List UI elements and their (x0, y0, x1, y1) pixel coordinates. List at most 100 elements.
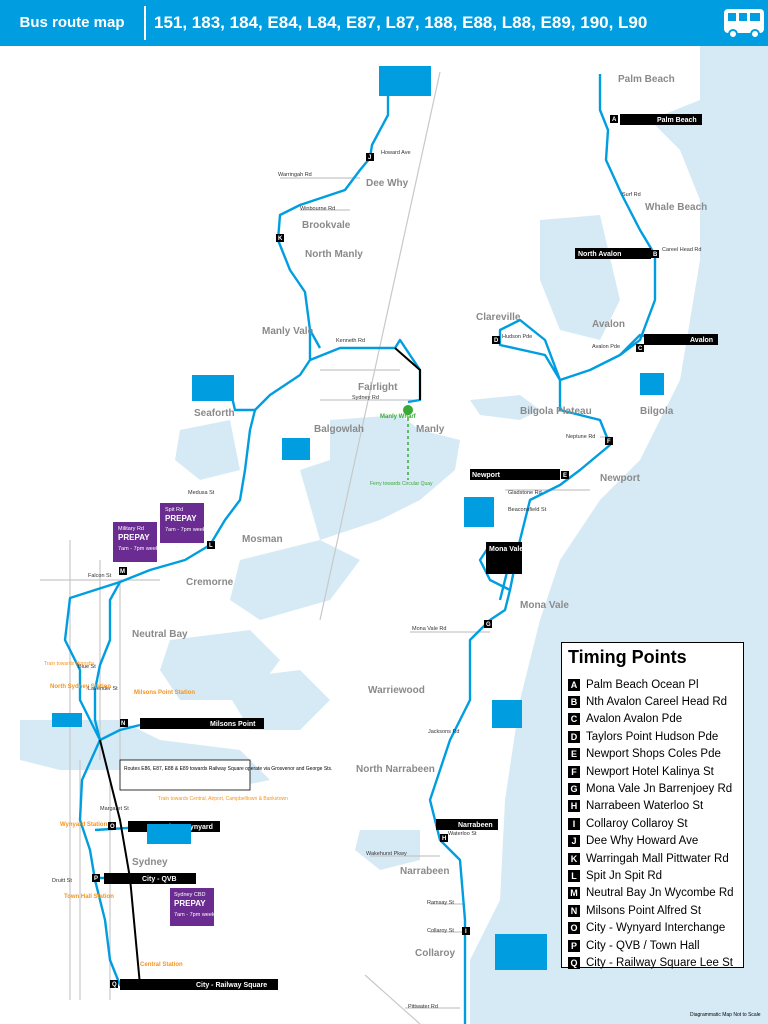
marker-f: F (605, 437, 613, 445)
suburb-clareville: Clareville (476, 312, 521, 323)
header-bar: Bus route map 151, 183, 184, E84, L84, E… (0, 0, 768, 46)
timing-label: Warringah Mall Pittwater Rd (586, 852, 729, 865)
timing-label: Taylors Point Hudson Pde (586, 730, 719, 743)
suburb-newport: Newport (600, 473, 641, 484)
street-careel-head-rd: Careel Head Rd (662, 247, 701, 253)
timing-letter: C (568, 713, 580, 726)
stop-palm-beach: Palm Beach (657, 117, 697, 124)
route-list: 151, 183, 184, E84, L84, E87, L87, 188, … (154, 13, 648, 32)
suburb-collaroy: Collaroy (415, 948, 455, 959)
prepay-spit-rd: Spit Rd PREPAY 7am - 7pm weekdays (160, 503, 218, 543)
timing-label: Collaroy Collaroy St (586, 817, 688, 830)
timing-letter: G (568, 783, 580, 796)
marker-q: Q (110, 980, 118, 988)
svg-text:M: M (120, 569, 125, 575)
street-falcon-st: Falcon St (88, 573, 112, 579)
timing-label: Dee Why Howard Ave (586, 835, 699, 848)
svg-text:G: G (486, 622, 491, 628)
timing-label: Palm Beach Ocean Pl (586, 678, 699, 691)
bus-icon (724, 9, 764, 39)
street-blue-st: Blue St (78, 664, 96, 670)
street-surf-rd: Surf Rd (622, 192, 641, 198)
timing-label: Avalon Avalon Pde (586, 713, 683, 726)
svg-text:O: O (110, 824, 115, 830)
timing-letter: P (568, 939, 580, 952)
timing-label: City - Wynyard Interchange (586, 922, 726, 935)
stop-newport: Newport (472, 472, 501, 479)
note-train-hornsby: Train towards Hornsby (44, 661, 95, 667)
svg-text:I: I (465, 929, 467, 935)
street-warringah-rd: Warringah Rd (278, 172, 312, 178)
timing-letter: I (568, 817, 580, 830)
timing-letter: L (568, 869, 580, 882)
marker-m: M (119, 567, 127, 575)
timing-letter: N (568, 904, 580, 917)
note-train-city: Train towards Central, Airport, Campbell… (158, 796, 288, 802)
black-route (99, 347, 421, 986)
timing-letter: E (568, 748, 580, 761)
suburb-balgowlah: Balgowlah (314, 424, 364, 435)
svg-text:A: A (612, 117, 617, 123)
svg-text:F: F (607, 439, 611, 445)
map-title: Bus route map (19, 14, 125, 31)
suburb-mona-vale: Mona Vale (520, 600, 569, 611)
timing-letter: D (568, 730, 580, 743)
svg-text:E: E (563, 473, 567, 479)
station-north-sydney: North Sydney Station (50, 684, 111, 690)
station-town-hall: Town Hall Station (64, 894, 114, 900)
marker-p: P (92, 874, 100, 882)
timing-point-k: K Warringah Mall Pittwater Rd (568, 850, 737, 867)
svg-text:Military Rd: Military Rd (118, 526, 144, 532)
station-milsons-point: Milsons Point Station (134, 690, 195, 696)
street-druitt-st: Druitt St (52, 878, 72, 884)
timing-point-c: C Avalon Avalon Pde (568, 711, 737, 728)
timing-letter: J (568, 835, 580, 848)
suburb-warriewood: Warriewood (368, 685, 425, 696)
street-beaconsfield-st: Beaconsfield St (508, 507, 547, 513)
suburb-cremorne: Cremorne (186, 577, 234, 588)
timing-letter: K (568, 852, 580, 865)
timing-letter: F (568, 765, 580, 778)
note-ferry: Ferry towards Circular Quay (370, 481, 433, 487)
header-divider (144, 6, 146, 40)
stop-city-railway-square: City - Railway Square (196, 982, 267, 989)
svg-text:J: J (368, 155, 371, 161)
svg-text:P: P (94, 876, 98, 882)
marker-j: J (366, 153, 374, 161)
timing-point-g: G Mona Vale Jn Barrenjoey Rd (568, 780, 737, 797)
timing-label: City - Railway Square Lee St (586, 956, 734, 969)
suburb-north-manly: North Manly (305, 249, 363, 260)
marker-h: H (440, 834, 448, 842)
suburb-brookvale: Brookvale (302, 220, 351, 231)
street-howard-ave: Howard Ave (381, 150, 411, 156)
svg-text:L: L (209, 543, 213, 549)
stop-mona-vale: Mona Vale (489, 546, 523, 553)
timing-letter: O (568, 922, 580, 935)
station-manly-wharf: Manly Wharf (380, 414, 417, 420)
suburb-narrabeen: Narrabeen (400, 866, 449, 877)
suburb-manly-vale: Manly Vale (262, 326, 314, 337)
suburb-fairlight: Fairlight (358, 382, 398, 393)
street-hudson-pde: Hudson Pde (502, 334, 532, 340)
street-labels: Careel Head Rd Surf Rd Avalon Pde Hudson… (52, 150, 701, 1010)
stop-avalon: Avalon (690, 337, 713, 344)
street-medusa-st: Medusa St (188, 490, 215, 496)
timing-point-d: D Taylors Point Hudson Pde (568, 728, 737, 745)
timing-letter: B (568, 696, 580, 709)
marker-i: I (462, 927, 470, 935)
timing-label: Mona Vale Jn Barrenjoey Rd (586, 783, 733, 796)
suburb-manly: Manly (416, 424, 445, 435)
stop-milsons-point: Milsons Point (210, 721, 256, 728)
marker-o: O (108, 822, 116, 830)
marker-n: N (120, 719, 128, 727)
svg-text:7am - 7pm weekdays: 7am - 7pm weekdays (174, 912, 227, 918)
street-lavender-st: Lavender St (88, 686, 118, 692)
